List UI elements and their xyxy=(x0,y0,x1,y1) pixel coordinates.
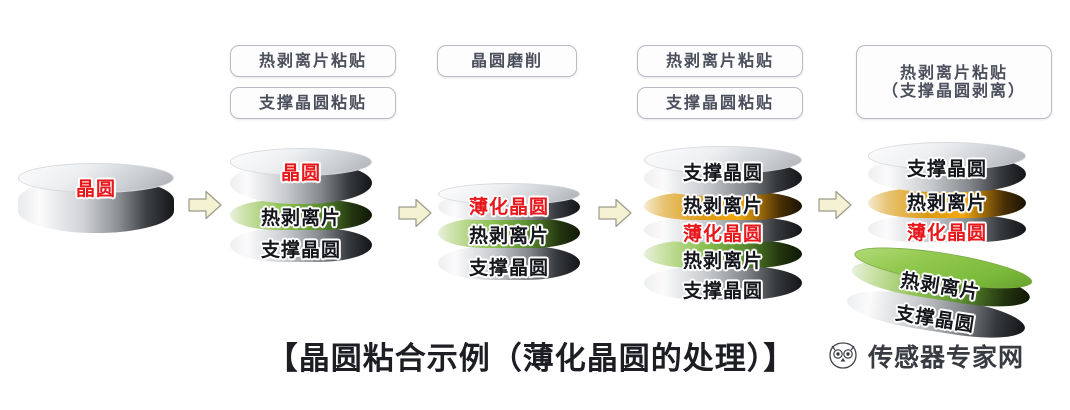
layer-body xyxy=(868,188,1026,218)
step-label-box-3a: 晶圆磨削 xyxy=(437,45,577,77)
label-line: 支撑晶圆粘贴 xyxy=(665,92,774,112)
wafer-stack-5: 热剥离片 支撑晶圆 支撑晶圆 热剥离片 薄化晶圆 xyxy=(844,136,1036,346)
owl-logo-icon xyxy=(829,342,857,369)
process-arrow-3 xyxy=(598,198,632,228)
layer-body xyxy=(438,218,580,248)
layer-body xyxy=(230,228,372,262)
site-watermark: 传感器专家网 xyxy=(826,338,1024,374)
label-line: 支撑晶圆粘贴 xyxy=(258,92,367,112)
thermal-release-film-lower-layer xyxy=(644,240,802,268)
step-label-box-4b: 支撑晶圆粘贴 xyxy=(637,87,803,119)
support-wafer-layer xyxy=(438,246,580,280)
layer-top-surface xyxy=(18,163,174,193)
watermark-text: 传感器专家网 xyxy=(868,343,1025,372)
label-line: 热剥离片粘贴 xyxy=(258,50,367,70)
layer-body xyxy=(438,246,580,280)
thermal-release-film-layer xyxy=(438,218,580,248)
wafer-stack-2: 晶圆 热剥离片 支撑晶圆 xyxy=(230,142,372,284)
thinned-wafer-layer xyxy=(438,183,580,220)
label-line: （支撑晶圆剥离） xyxy=(881,81,1026,100)
bonded-upper-assembly: 支撑晶圆 热剥离片 薄化晶圆 xyxy=(868,136,1026,246)
wafer-layer xyxy=(18,163,174,233)
process-arrow-4 xyxy=(818,190,852,220)
layer-body xyxy=(644,192,802,220)
support-wafer-bottom-layer xyxy=(644,266,802,300)
step-label-box-2a: 热剥离片粘贴 xyxy=(230,45,396,77)
wafer-stack-3: 薄化晶圆 热剥离片 支撑晶圆 xyxy=(438,183,580,296)
layer-top-surface xyxy=(230,148,372,176)
label-line: 热剥离片粘贴 xyxy=(899,62,1008,82)
thinned-wafer-layer xyxy=(644,218,802,242)
support-wafer-layer xyxy=(230,228,372,262)
layer-body xyxy=(644,240,802,268)
process-arrow-1 xyxy=(188,190,222,220)
layer-top-surface xyxy=(438,183,580,205)
label-line: 晶圆磨削 xyxy=(470,50,543,70)
wafer-stack-4: 支撑晶圆 热剥离片 薄化晶圆 热剥离片 支撑晶圆 xyxy=(644,140,802,320)
support-wafer-top-layer xyxy=(644,146,802,196)
layer-body xyxy=(644,218,802,242)
layer-top-surface xyxy=(868,142,1026,170)
thinned-wafer-layer xyxy=(868,216,1026,242)
label-line: 热剥离片粘贴 xyxy=(665,50,774,70)
process-arrow-2 xyxy=(398,198,432,228)
layer-body xyxy=(644,266,802,300)
step-label-box-4a: 热剥离片粘贴 xyxy=(637,45,803,77)
diagram-caption: 【晶圆粘合示例（薄化晶圆的处理）】 xyxy=(266,341,796,377)
support-wafer-top-layer xyxy=(868,142,1026,192)
wafer-stack-1: 晶圆 xyxy=(18,160,174,255)
thermal-release-film-layer xyxy=(230,200,372,230)
layer-body xyxy=(230,200,372,230)
layer-top-surface xyxy=(644,146,802,174)
wafer-layer xyxy=(230,148,372,204)
thermal-release-film-upper-layer xyxy=(868,188,1026,218)
step-label-box-2b: 支撑晶圆粘贴 xyxy=(230,87,396,119)
layer-body xyxy=(868,216,1026,242)
step-label-box-5a: 热剥离片粘贴 （支撑晶圆剥离） xyxy=(856,45,1052,119)
thermal-release-film-upper-layer xyxy=(644,192,802,220)
